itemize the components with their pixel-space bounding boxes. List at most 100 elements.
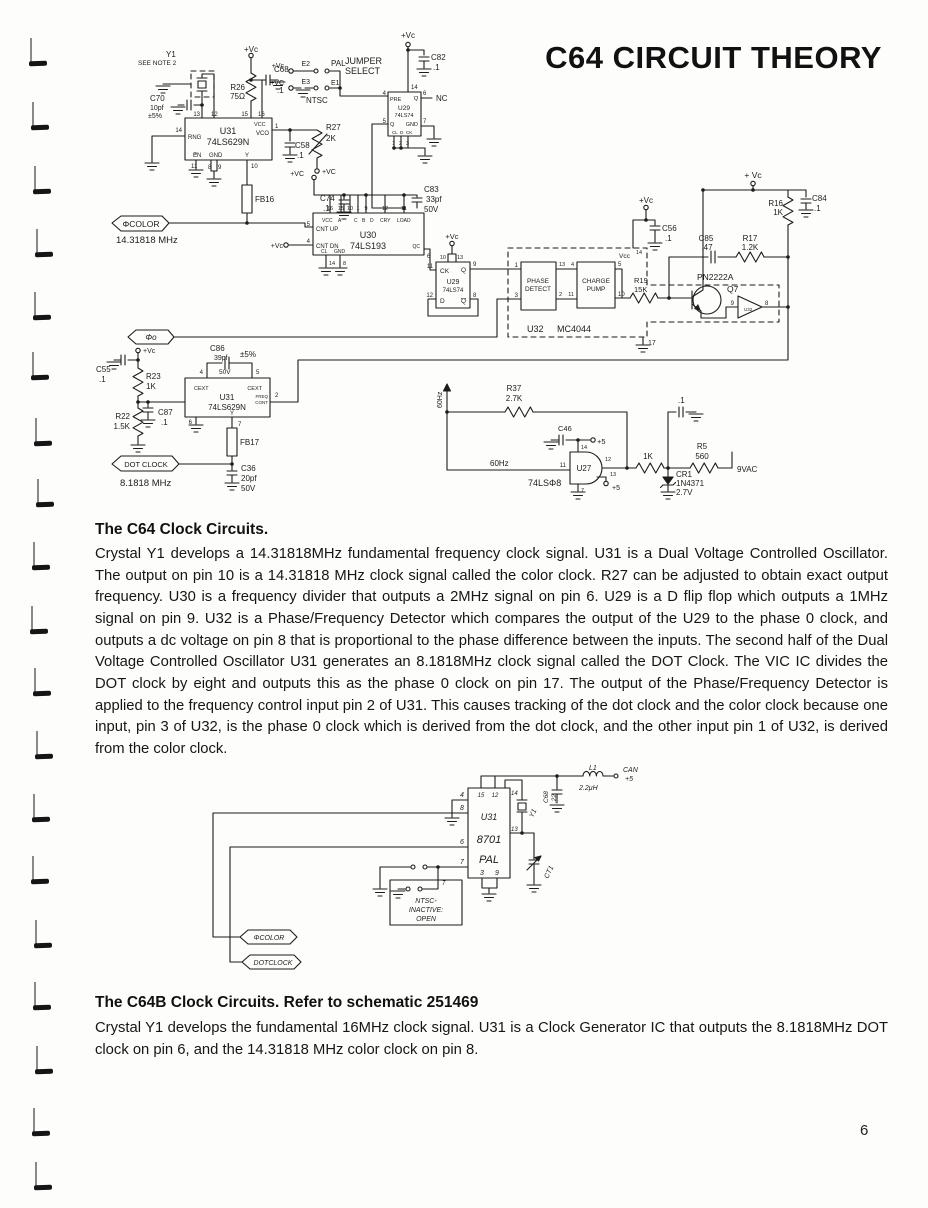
schematic-label: 8: [473, 293, 477, 299]
schematic-label: VCO: [256, 131, 269, 137]
schematic-label: .22: [551, 794, 558, 803]
schematic-label: +VC: [270, 80, 284, 87]
schematic-label: QC: [413, 244, 421, 250]
schematic-label: C55: [96, 365, 111, 374]
schematic-label: DOTCLOCK: [254, 960, 293, 967]
ic-u30-74ls193: [168, 174, 437, 276]
schematic-label: 6: [427, 254, 431, 260]
schematic-label: 15: [338, 206, 344, 212]
crystal-y1-ct1: [504, 779, 542, 893]
schematic-label: 33pf: [426, 195, 442, 204]
schematic-label: .47: [701, 243, 713, 252]
schematic-label: 1K: [773, 208, 783, 217]
schematic-label: C68: [274, 65, 289, 74]
ic-u32-mc4044: [173, 204, 789, 353]
schematic-label: ΦCOLOR: [254, 935, 285, 942]
ic-u31-74ls629n: [144, 117, 273, 224]
schematic-label: R16: [768, 199, 783, 208]
schematic-label: PRE: [390, 97, 402, 103]
schematic-label: 1: [275, 124, 279, 130]
schematic-label: 5: [256, 370, 260, 376]
schematic-label: U32: [527, 324, 544, 334]
binding-mark: [34, 166, 53, 192]
schematic-label: 10: [440, 255, 446, 261]
r27-c58: [271, 129, 328, 174]
schematic-label: CK: [406, 130, 412, 135]
schematic-label: JUMPER: [345, 56, 383, 66]
schematic-label: 14: [511, 791, 518, 797]
crystal-y1: [155, 70, 215, 119]
schematic-label: ±5%: [240, 350, 256, 359]
schematic-label: C46: [558, 424, 572, 433]
schematic-label: 7: [460, 859, 465, 866]
schematic-label: 60Hz: [490, 459, 509, 468]
schematic-label: SEE NOTE 2: [138, 60, 177, 67]
schematic-label: .1: [277, 86, 284, 95]
schematic-label: GND: [209, 153, 223, 159]
binding-mark: [34, 292, 53, 318]
schematic-label: PUMP: [587, 286, 606, 293]
schematic-label: E2: [301, 61, 310, 68]
schematic-label: 11: [568, 292, 574, 298]
schematic-label: +Vc: [401, 31, 415, 40]
binding-mark: [33, 794, 52, 820]
schematic-label: Φo: [145, 333, 157, 342]
schematic-label: 2: [275, 393, 279, 399]
schematic-label: Q7: [727, 284, 739, 294]
ntsc-note-box: [389, 879, 463, 926]
schematic-label: A: [338, 218, 342, 224]
schematic-label: 2K: [326, 134, 336, 143]
binding-mark: [35, 920, 54, 946]
schematic-label: 16: [258, 112, 265, 118]
schematic-label: 11: [401, 206, 407, 212]
schematic-label: CEXT: [194, 386, 209, 392]
schematic-label: 12: [605, 457, 611, 463]
schematic-label: 14: [329, 261, 335, 267]
schematic-label: 4: [571, 262, 574, 268]
schematic-label: .1: [814, 204, 821, 213]
schematic-label: U27: [577, 464, 592, 473]
schematic-label: 75Ω: [230, 92, 245, 101]
schematic-label: 12: [426, 293, 433, 299]
schematic-label: 7: [442, 881, 446, 887]
schematic-label: 10: [347, 206, 353, 212]
schematic-label: 74LS193: [350, 241, 386, 251]
schematic-label: Y: [245, 153, 249, 159]
schematic-label: GND: [334, 249, 346, 255]
ic-u29a-74ls74: [371, 41, 442, 214]
schematic-label: 20pf: [241, 474, 257, 483]
schematic-label: L1: [589, 765, 597, 772]
schematic-label: 11: [191, 164, 198, 170]
schematic-label: OPEN: [416, 916, 437, 923]
schematic-label: R5: [697, 442, 708, 451]
schematic-label: 50V: [424, 205, 439, 214]
schematic-label: 6: [423, 91, 427, 97]
schematic-label: +Vc: [143, 348, 156, 355]
schematic-label: 9: [218, 165, 222, 171]
schematic-label: 8: [765, 301, 769, 307]
schematic-label: 14.31818 MHz: [116, 235, 178, 246]
schematic-label: C87: [158, 408, 173, 417]
schematic-label: 2.7V: [676, 488, 693, 497]
schematic-label: Y: [230, 411, 234, 417]
schematic-label: CR1: [676, 470, 693, 479]
schematic-label: C82: [431, 53, 446, 62]
schematic-label: 9: [731, 301, 735, 307]
schematic-label: 7: [581, 488, 584, 494]
schematic-label: +5: [625, 776, 633, 783]
schematic-label: Q: [414, 96, 419, 102]
schematic-label: 10: [618, 292, 625, 298]
schematic-label: 15: [478, 793, 485, 799]
schematic-label: 6: [460, 839, 464, 846]
schematic-label: +Vc: [271, 243, 284, 250]
schematic-label: .1: [161, 418, 168, 427]
binding-mark: [30, 38, 49, 64]
junction-dots: [436, 774, 559, 869]
schematic-label: 1.2K: [742, 243, 759, 252]
schematic-label: 3: [480, 870, 484, 877]
schematic-label: U30: [360, 230, 377, 240]
schematic-label: +VC: [322, 169, 336, 176]
schematic-label: 2: [399, 141, 402, 147]
schematic-label: .1: [297, 151, 304, 160]
schematic-label: E1: [331, 80, 340, 87]
